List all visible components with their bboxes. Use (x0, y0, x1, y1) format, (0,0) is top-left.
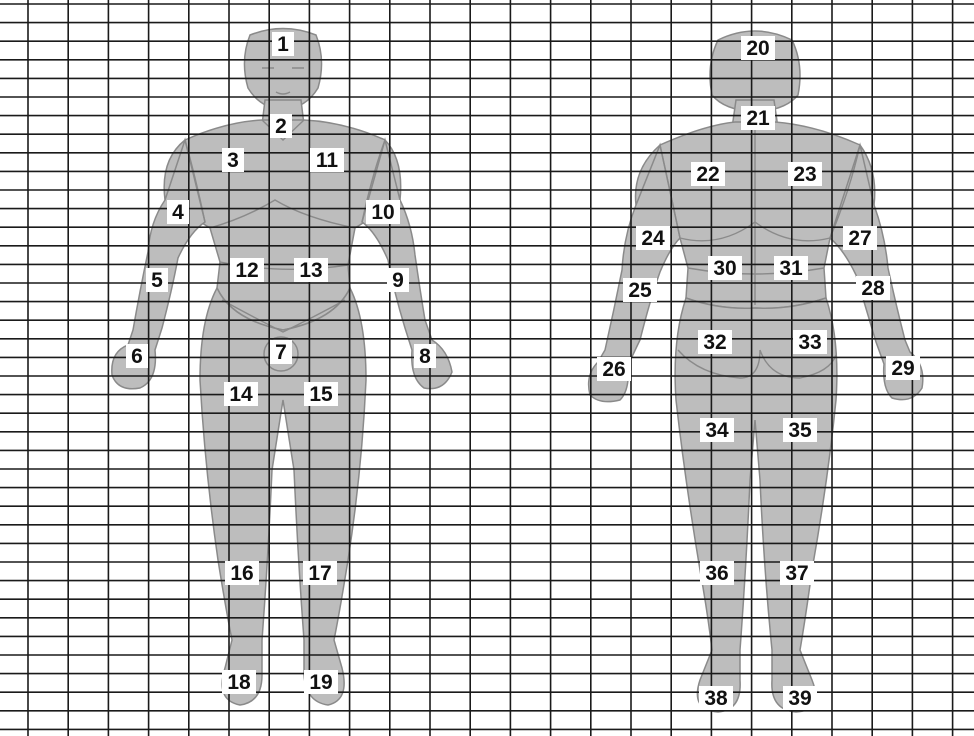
region-label-30: 30 (708, 256, 742, 280)
region-label-35: 35 (783, 418, 817, 442)
region-label-24: 24 (636, 226, 670, 250)
region-label-23: 23 (788, 162, 822, 186)
region-number: 18 (227, 671, 251, 694)
region-number: 29 (891, 357, 914, 380)
region-number: 2 (275, 115, 287, 138)
region-number: 28 (861, 277, 885, 300)
region-label-33: 33 (793, 330, 827, 354)
region-number: 21 (746, 107, 770, 130)
region-label-1: 1 (272, 32, 294, 56)
region-number: 8 (419, 345, 431, 368)
region-label-14: 14 (224, 382, 258, 406)
region-number: 39 (788, 687, 811, 710)
region-label-36: 36 (700, 561, 734, 585)
region-label-3: 3 (222, 148, 244, 172)
region-label-10: 10 (366, 200, 400, 224)
region-label-38: 38 (699, 686, 733, 710)
region-label-7: 7 (270, 340, 292, 364)
region-label-21: 21 (741, 106, 775, 130)
region-label-39: 39 (783, 686, 817, 710)
region-label-19: 19 (304, 670, 338, 694)
region-number: 30 (713, 257, 736, 280)
region-number: 32 (703, 331, 726, 354)
region-label-28: 28 (856, 276, 890, 300)
region-number: 12 (235, 259, 258, 282)
region-number: 23 (793, 163, 816, 186)
region-number: 34 (705, 419, 729, 442)
region-number: 17 (308, 562, 331, 585)
region-label-22: 22 (691, 162, 725, 186)
region-number: 25 (628, 279, 652, 302)
region-label-4: 4 (167, 200, 189, 224)
region-number: 19 (309, 671, 332, 694)
region-number: 27 (848, 227, 871, 250)
region-number: 33 (798, 331, 821, 354)
region-label-9: 9 (387, 268, 409, 292)
region-label-26: 26 (597, 357, 631, 381)
region-number: 11 (316, 149, 339, 172)
region-number: 14 (229, 383, 253, 406)
region-number: 35 (788, 419, 812, 442)
region-label-17: 17 (303, 561, 337, 585)
region-label-11: 11 (310, 148, 344, 172)
region-number: 31 (779, 257, 803, 280)
region-number: 6 (131, 345, 143, 368)
back-legs (675, 298, 837, 712)
region-label-25: 25 (623, 278, 657, 302)
region-label-15: 15 (304, 382, 338, 406)
region-label-16: 16 (225, 561, 259, 585)
region-number: 37 (785, 562, 808, 585)
region-number: 3 (227, 149, 239, 172)
region-label-20: 20 (741, 36, 775, 60)
region-number: 16 (230, 562, 253, 585)
region-label-2: 2 (270, 114, 292, 138)
region-number: 10 (371, 201, 394, 224)
region-number: 15 (309, 383, 333, 406)
region-label-6: 6 (126, 344, 148, 368)
region-label-5: 5 (146, 268, 168, 292)
region-number: 24 (641, 227, 665, 250)
region-label-12: 12 (230, 258, 264, 282)
region-number: 26 (602, 358, 625, 381)
region-number: 1 (277, 33, 289, 56)
region-label-31: 31 (774, 256, 808, 280)
region-number: 4 (172, 201, 184, 224)
region-label-13: 13 (294, 258, 328, 282)
region-number: 5 (151, 269, 163, 292)
region-number: 38 (704, 687, 728, 710)
region-label-37: 37 (780, 561, 814, 585)
region-number: 22 (696, 163, 719, 186)
region-number: 20 (746, 37, 769, 60)
region-number: 9 (392, 269, 404, 292)
region-label-18: 18 (222, 670, 256, 694)
region-label-27: 27 (843, 226, 877, 250)
region-label-34: 34 (700, 418, 734, 442)
region-label-8: 8 (414, 344, 436, 368)
region-label-29: 29 (886, 356, 920, 380)
region-number: 7 (275, 341, 287, 364)
region-number: 13 (299, 259, 322, 282)
region-number: 36 (705, 562, 728, 585)
region-label-32: 32 (698, 330, 732, 354)
